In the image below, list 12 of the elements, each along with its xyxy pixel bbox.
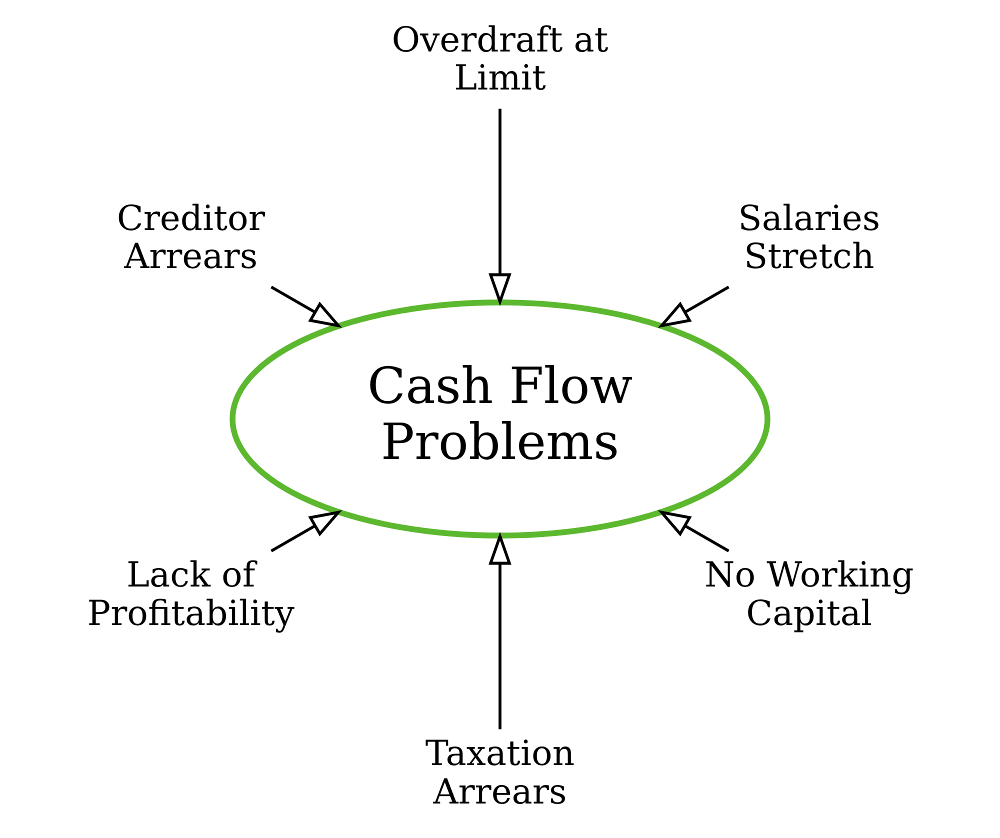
arrow bbox=[658, 510, 730, 552]
arrow bbox=[270, 510, 342, 552]
node-text: Taxation Arrears bbox=[425, 734, 575, 813]
arrow bbox=[270, 286, 342, 328]
arrow bbox=[658, 286, 730, 328]
arrow bbox=[488, 108, 512, 306]
node-text: Lack of Profitability bbox=[87, 556, 294, 634]
arrow bbox=[488, 532, 512, 730]
node-text: No Working Capital bbox=[704, 556, 914, 634]
node-text: Overdraft at Limit bbox=[392, 20, 608, 99]
node-text: Creditor Arrears bbox=[116, 198, 265, 278]
node-text: Salaries Stretch bbox=[738, 198, 880, 278]
